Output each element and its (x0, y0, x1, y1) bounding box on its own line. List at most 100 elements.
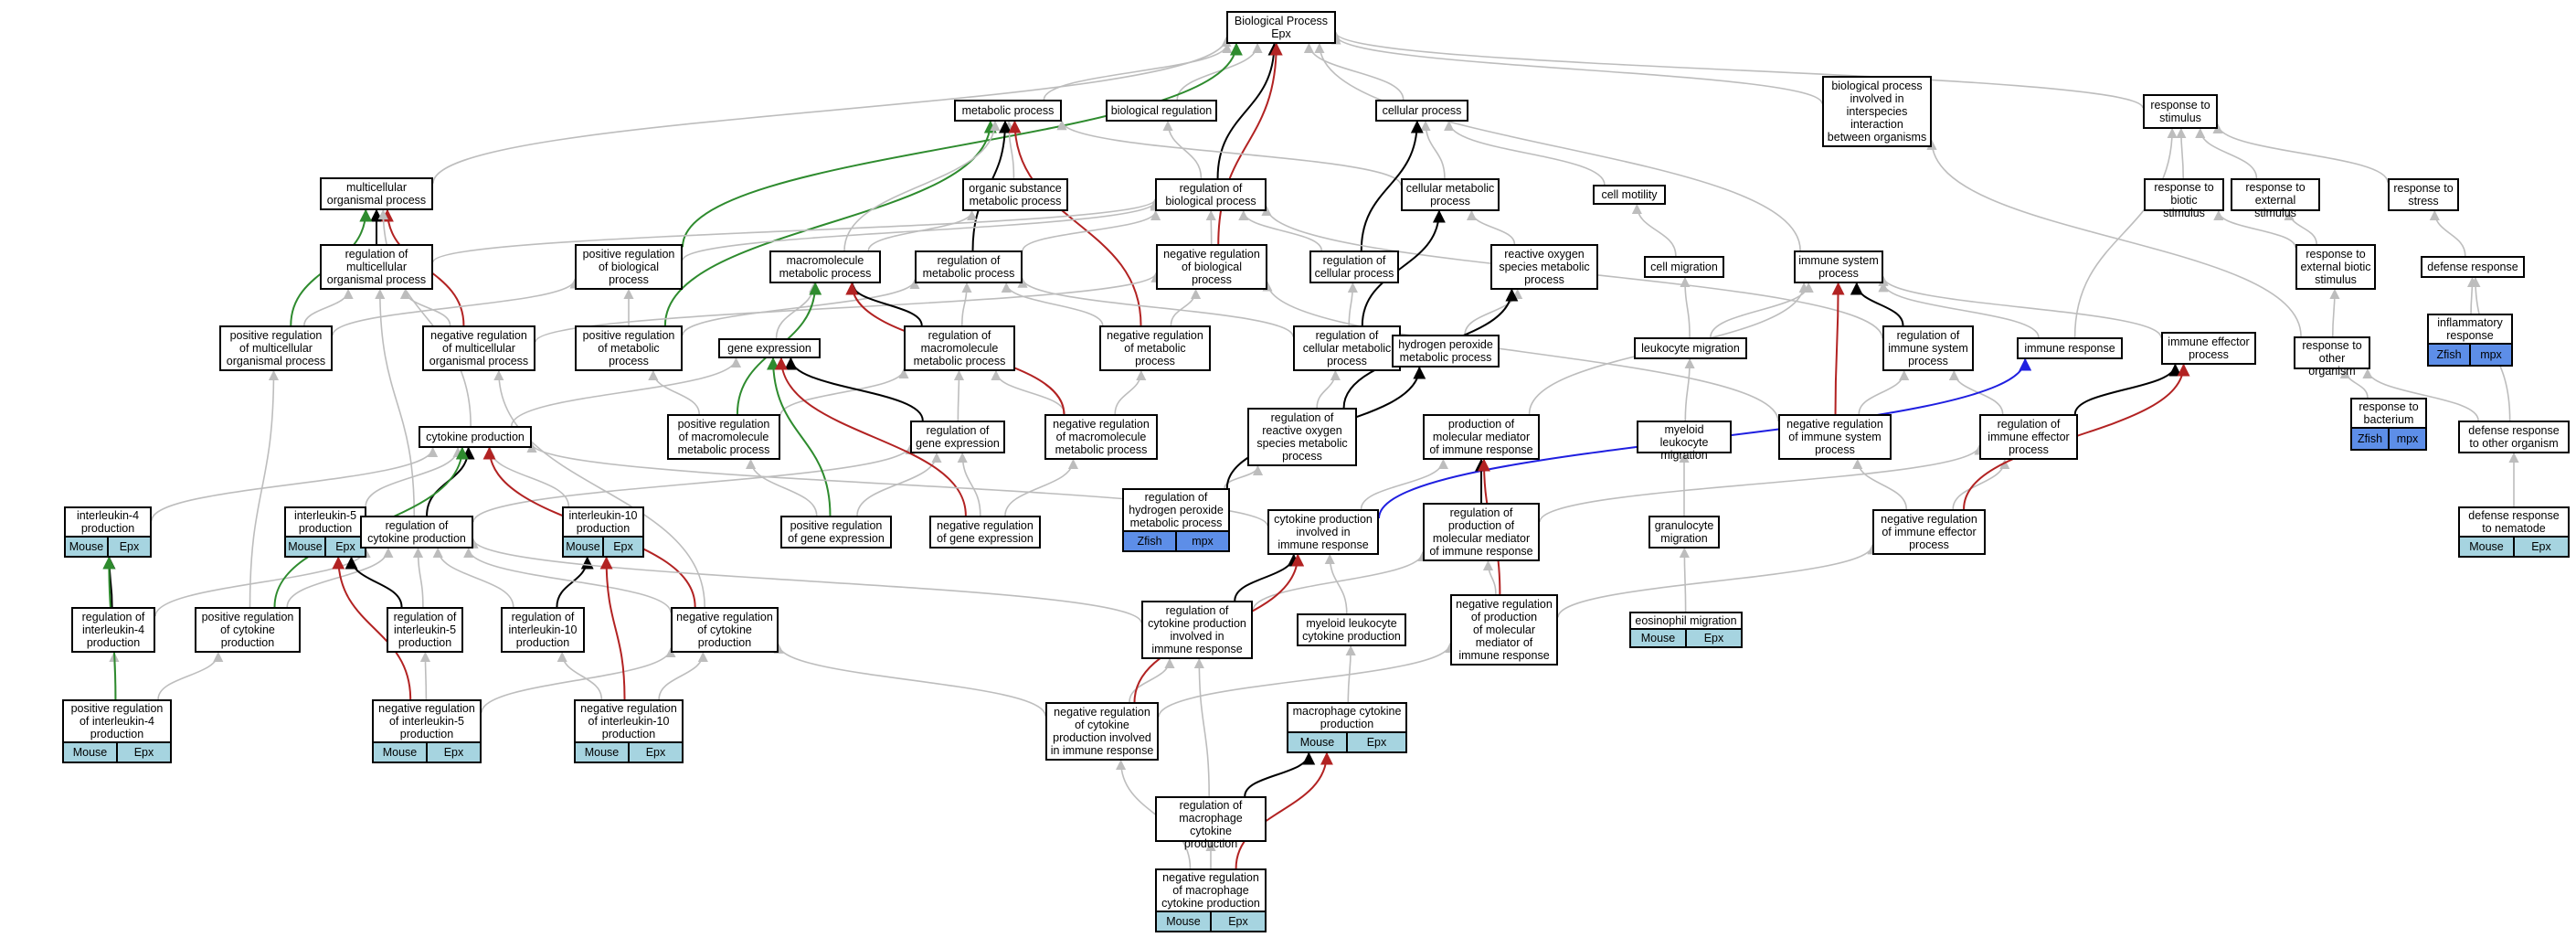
go-term-node-neg-reg-prod-mol-med[interactable]: negative regulation of production of mol… (1450, 594, 1558, 666)
badge-mpx[interactable]: mpx (1177, 532, 1228, 550)
go-term-node-cyto-immune[interactable]: cytokine production involved in immune r… (1267, 509, 1379, 555)
go-term-node-gene-expr[interactable]: gene expression (718, 338, 821, 358)
go-term-node-reg-bp[interactable]: regulation of biological process (1155, 178, 1267, 211)
go-term-node-ros-met[interactable]: reactive oxygen species metabolic proces… (1490, 244, 1598, 290)
go-term-node-reg-il4[interactable]: regulation of interleukin-4 production (71, 607, 155, 653)
go-term-node-immune-resp[interactable]: immune response (2017, 337, 2123, 359)
go-term-node-defense[interactable]: defense response (2421, 256, 2525, 278)
go-term-node-neg-reg-bp[interactable]: negative regulation of biological proces… (1156, 244, 1267, 290)
badge-mouse[interactable]: Mouse (374, 743, 428, 762)
go-term-node-immune-eff[interactable]: immune effector process (2161, 332, 2256, 365)
badge-zfish[interactable]: Zfish (1124, 532, 1177, 550)
go-term-node-cell-migration[interactable]: cell migration (1644, 256, 1724, 278)
go-term-node-pos-reg-met[interactable]: positive regulation of metabolic process (575, 325, 683, 371)
badge-epx[interactable]: Epx (604, 538, 642, 556)
go-term-node-resp-other-org[interactable]: response to other organism (2294, 336, 2370, 378)
badge-epx[interactable]: Epx (630, 743, 682, 762)
go-term-node-defense-other[interactable]: defense response to other organism (2458, 421, 2570, 453)
go-term-node-reg-cellular[interactable]: regulation of cellular process (1309, 250, 1399, 283)
go-term-node-neg-reg-immune-eff[interactable]: negative regulation of immune effector p… (1872, 509, 1986, 555)
go-term-node-reg-macromol[interactable]: regulation of macromolecule metabolic pr… (904, 325, 1015, 371)
go-term-node-reg-gene-expr[interactable]: regulation of gene expression (910, 421, 1005, 453)
go-term-node-metabolic[interactable]: metabolic process (954, 100, 1062, 122)
badge-epx[interactable]: Epx (1687, 630, 1741, 646)
go-term-node-pos-reg-gene-expr[interactable]: positive regulation of gene expression (780, 516, 892, 549)
badge-mouse[interactable]: Mouse (2460, 538, 2515, 556)
go-term-node-multicell[interactable]: multicellular organismal process (320, 177, 433, 210)
go-term-node-reg-macrophage-cyto[interactable]: regulation of macrophage cytokine produc… (1155, 796, 1267, 850)
go-term-node-neg-reg-macrophage-cyto[interactable]: negative regulation of macrophage cytoki… (1155, 868, 1267, 932)
badge-epx[interactable]: Epx (428, 743, 480, 762)
badge-mpx[interactable]: mpx (2390, 429, 2425, 449)
go-term-node-neg-reg-macromol[interactable]: negative regulation of macromolecule met… (1044, 414, 1158, 460)
go-term-node-neg-reg-immune-sys[interactable]: negative regulation of immune system pro… (1778, 414, 1892, 460)
go-term-node-h2o2-met[interactable]: hydrogen peroxide metabolic process (1392, 335, 1500, 367)
go-term-node-reg-h2o2[interactable]: regulation of hydrogen peroxide metaboli… (1122, 488, 1230, 552)
go-term-node-pos-reg-multicell[interactable]: positive regulation of multicellular org… (219, 325, 333, 371)
go-term-node-pos-reg-macromol[interactable]: positive regulation of macromolecule met… (667, 414, 780, 460)
badge-epx[interactable]: Epx (2515, 538, 2568, 556)
badge-mouse[interactable]: Mouse (1157, 912, 1212, 931)
go-term-node-prod-mol-med[interactable]: production of molecular mediator of immu… (1423, 414, 1540, 460)
go-term-node-neg-reg-met[interactable]: negative regulation of metabolic process (1099, 325, 1211, 371)
badge-epx[interactable]: Epx (109, 538, 150, 556)
go-term-node-myeloid-cyto[interactable]: myeloid leukocyte cytokine production (1297, 613, 1406, 646)
go-term-node-cell-met[interactable]: cellular metabolic process (1401, 178, 1500, 211)
go-term-node-reg-met[interactable]: regulation of metabolic process (915, 250, 1023, 283)
go-term-node-myeloid-leuk-mig[interactable]: myeloid leukocyte migration (1637, 421, 1732, 462)
badge-zfish[interactable]: Zfish (2352, 429, 2390, 449)
badge-mouse[interactable]: Mouse (1631, 630, 1687, 646)
go-term-node-pos-reg-bp[interactable]: positive regulation of biological proces… (575, 244, 683, 290)
go-term-node-reg-prod-mol-med[interactable]: regulation of production of molecular me… (1423, 503, 1540, 561)
go-term-node-neg-reg-il10[interactable]: negative regulation of interleukin-10 pr… (574, 699, 684, 763)
go-term-node-bioreg[interactable]: biological regulation (1106, 100, 1217, 122)
go-term-node-reg-multicell[interactable]: regulation of multicellular organismal p… (320, 244, 433, 290)
go-term-node-neg-reg-multicell[interactable]: negative regulation of multicellular org… (422, 325, 535, 371)
badge-epx[interactable]: Epx (1212, 912, 1265, 931)
go-term-node-pos-reg-il4[interactable]: positive regulation of interleukin-4 pro… (62, 699, 172, 763)
go-term-node-cellular[interactable]: cellular process (1375, 100, 1468, 122)
go-term-node-interspecies[interactable]: biological process involved in interspec… (1822, 76, 1932, 147)
go-term-node-reg-il5[interactable]: regulation of interleukin-5 production (387, 607, 463, 653)
go-term-node-bp[interactable]: Biological Process Epx (1226, 11, 1336, 44)
go-term-node-neg-reg-cytokine[interactable]: negative regulation of cytokine producti… (671, 607, 779, 653)
go-term-node-reg-il10[interactable]: regulation of interleukin-10 production (501, 607, 585, 653)
badge-mouse[interactable]: Mouse (1288, 733, 1348, 751)
badge-epx[interactable]: Epx (326, 538, 365, 556)
go-term-node-leuk-migration[interactable]: leukocyte migration (1634, 337, 1747, 359)
go-term-node-resp-stim[interactable]: response to stimulus (2143, 94, 2218, 129)
badge-mouse[interactable]: Mouse (66, 538, 109, 556)
go-term-node-granulocyte-mig[interactable]: granulocyte migration (1648, 516, 1720, 549)
go-term-node-cytokine-prod[interactable]: cytokine production (419, 426, 532, 448)
go-term-node-reg-cyto-immune[interactable]: regulation of cytokine production involv… (1141, 601, 1253, 659)
badge-mouse[interactable]: Mouse (564, 538, 604, 556)
go-term-node-neg-reg-il5[interactable]: negative regulation of interleukin-5 pro… (372, 699, 482, 763)
badge-zfish[interactable]: Zfish (2429, 345, 2471, 365)
go-term-node-pos-reg-cytokine[interactable]: positive regulation of cytokine producti… (195, 607, 301, 653)
go-term-node-reg-cell-met[interactable]: regulation of cellular metabolic process (1293, 325, 1401, 371)
badge-mouse[interactable]: Mouse (286, 538, 326, 556)
go-term-node-resp-ext[interactable]: response to external stimulus (2231, 178, 2320, 219)
go-term-node-resp-biotic[interactable]: response to biotic stimulus (2144, 178, 2224, 219)
go-term-node-resp-ext-biotic[interactable]: response to external biotic stimulus (2295, 244, 2376, 290)
go-term-node-neg-reg-gene-expr[interactable]: negative regulation of gene expression (929, 516, 1041, 549)
go-term-node-immune-sys[interactable]: immune system process (1794, 250, 1883, 283)
go-term-node-neg-reg-cyto-immune[interactable]: negative regulation of cytokine producti… (1045, 702, 1159, 761)
go-term-node-reg-immune-eff[interactable]: regulation of immune effector process (1979, 414, 2078, 460)
go-term-node-cell-motility[interactable]: cell motility (1593, 185, 1666, 205)
badge-mouse[interactable]: Mouse (64, 743, 118, 762)
badge-epx[interactable]: Epx (1348, 733, 1405, 751)
badge-mpx[interactable]: mpx (2471, 345, 2511, 365)
go-term-node-resp-stress[interactable]: response to stress (2388, 178, 2459, 211)
go-term-node-orgsub[interactable]: organic substance metabolic process (962, 178, 1068, 211)
go-term-node-reg-cytokine[interactable]: regulation of cytokine production (360, 516, 473, 549)
badge-epx[interactable]: Epx (118, 743, 170, 762)
